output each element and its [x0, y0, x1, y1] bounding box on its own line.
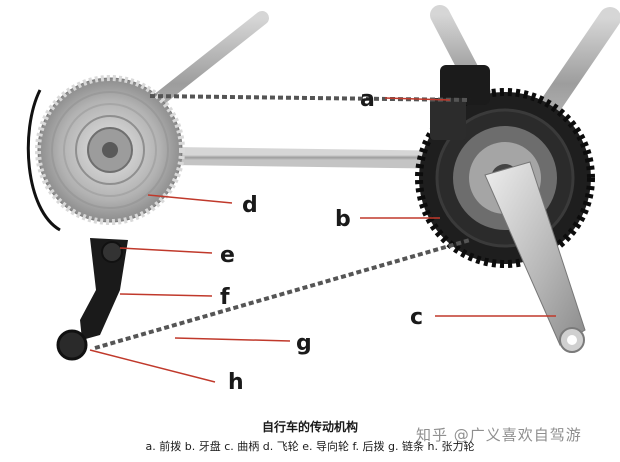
rear-derailleur — [26, 89, 128, 361]
front-derailleur — [430, 65, 490, 140]
leader-line-h — [89, 349, 216, 383]
figure-caption-title: 自行车的传动机构 — [261, 420, 358, 434]
label-d: d — [242, 193, 258, 218]
leader-lines — [89, 97, 556, 383]
label-e: e — [220, 243, 235, 268]
crank-arm — [484, 161, 586, 353]
label-f: f — [220, 285, 230, 310]
leader-line-a — [384, 97, 451, 101]
watermark-text: 知乎 @广义喜欢自驾游 — [416, 426, 582, 444]
leader-line-g — [174, 337, 291, 342]
label-a: a — [360, 87, 375, 112]
leader-line-f — [119, 293, 213, 297]
leader-line-d — [147, 194, 233, 204]
cassette — [35, 75, 185, 225]
tension-wheel — [56, 329, 88, 361]
label-b: b — [335, 207, 351, 232]
leader-line-e — [119, 247, 213, 254]
label-h: h — [228, 370, 244, 395]
figure-caption-legend: a. 前拨 b. 牙盘 c. 曲柄 d. 飞轮 e. 导向轮 f. 后拨 g. … — [145, 440, 475, 453]
label-c: c — [410, 305, 423, 330]
jockey-wheel — [101, 241, 123, 263]
label-g: g — [296, 331, 312, 356]
